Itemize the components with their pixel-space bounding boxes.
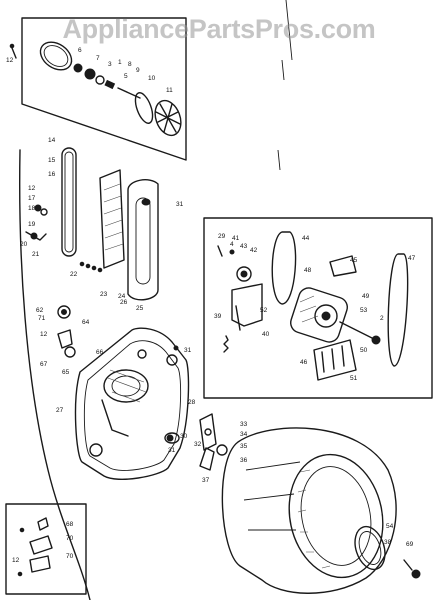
- part-label-24: 24: [118, 293, 126, 300]
- part-label-66: 66: [96, 349, 104, 356]
- part-label-50: 50: [360, 347, 368, 354]
- part-label-31c: 31: [168, 447, 176, 454]
- part-label-5: 5: [124, 73, 128, 80]
- part-label-1: 1: [118, 59, 122, 66]
- part-label-67: 67: [40, 361, 48, 368]
- part-label-22: 22: [70, 271, 78, 278]
- inset-box-group: [5, 503, 87, 595]
- part-label-28: 28: [188, 399, 196, 406]
- part-label-47: 47: [408, 255, 416, 262]
- part-label-15: 15: [48, 157, 56, 164]
- part-number-labels: 1 2 3 4 5 6 7 8 9 10 11 12 12 12 12 14 1…: [6, 47, 416, 564]
- part-label-39: 39: [214, 313, 222, 320]
- part-label-38: 38: [384, 539, 392, 546]
- blower-assembly-group: [9, 17, 187, 161]
- part-label-44: 44: [302, 235, 310, 242]
- part-label-43: 43: [240, 243, 248, 250]
- part-label-35: 35: [240, 443, 248, 450]
- part-label-27: 27: [56, 407, 64, 414]
- belt-idler-group: [25, 147, 159, 301]
- part-label-30: 30: [180, 433, 188, 440]
- part-label-25: 25: [136, 305, 144, 312]
- part-label-53: 53: [360, 307, 368, 314]
- part-label-10: 10: [148, 75, 156, 82]
- part-label-12a: 12: [6, 57, 14, 64]
- part-label-34: 34: [240, 431, 248, 438]
- part-label-31b: 31: [184, 347, 192, 354]
- part-label-11: 11: [166, 87, 173, 94]
- part-label-41: 41: [232, 235, 240, 242]
- part-label-16: 16: [48, 171, 56, 178]
- part-label-2: 2: [380, 315, 384, 322]
- part-label-20: 20: [20, 241, 28, 248]
- part-label-3: 3: [108, 61, 112, 68]
- part-label-32: 32: [194, 441, 202, 448]
- motor-assembly-group: [203, 217, 433, 399]
- part-label-23: 23: [100, 291, 108, 298]
- part-label-71: 71: [38, 315, 46, 322]
- part-label-12c: 12: [40, 331, 48, 338]
- part-label-65: 65: [62, 369, 70, 376]
- part-label-8: 8: [128, 61, 132, 68]
- part-label-42: 42: [250, 247, 258, 254]
- part-label-51: 51: [350, 375, 358, 382]
- part-label-9: 9: [136, 67, 140, 74]
- part-label-4: 4: [230, 241, 234, 248]
- cabinet-outline-left: [19, 149, 91, 600]
- drum-group: [199, 427, 421, 594]
- part-label-52: 52: [260, 307, 268, 314]
- part-label-46: 46: [300, 359, 308, 366]
- part-label-45: 45: [350, 257, 358, 264]
- part-label-31a: 31: [176, 201, 184, 208]
- part-label-68: 68: [66, 521, 74, 528]
- part-label-33: 33: [240, 421, 248, 428]
- part-label-14: 14: [48, 137, 56, 144]
- part-label-69: 69: [406, 541, 414, 548]
- part-label-49: 49: [362, 293, 370, 300]
- part-label-12d: 12: [12, 557, 20, 564]
- part-label-29: 29: [218, 233, 226, 240]
- part-label-54: 54: [386, 523, 394, 530]
- part-label-18: 18: [28, 205, 36, 212]
- part-label-17: 17: [28, 195, 36, 202]
- rear-bulkhead-group: [57, 305, 217, 480]
- part-label-40: 40: [262, 331, 270, 338]
- part-label-62: 62: [36, 307, 44, 314]
- part-label-12b: 12: [28, 185, 36, 192]
- part-label-7: 7: [96, 55, 100, 62]
- part-label-37: 37: [202, 477, 210, 484]
- part-label-70a: 70: [66, 535, 74, 542]
- part-label-70b: 70: [66, 553, 74, 560]
- part-label-36: 36: [240, 457, 248, 464]
- part-label-64: 64: [82, 319, 90, 326]
- part-label-21: 21: [32, 251, 40, 258]
- part-label-48: 48: [304, 267, 312, 274]
- part-label-26: 26: [120, 299, 128, 306]
- part-label-19: 19: [28, 221, 36, 228]
- part-label-6: 6: [78, 47, 82, 54]
